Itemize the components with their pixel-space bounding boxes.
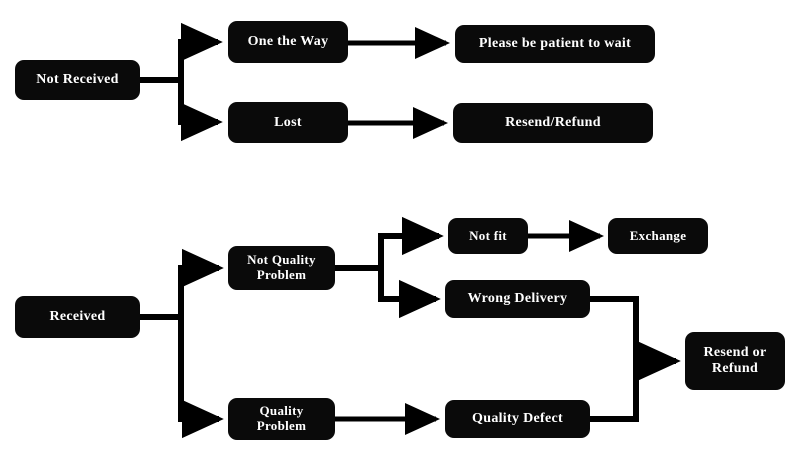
edge-merge-resend-or-refund (590, 296, 681, 422)
node-label: Not fit (469, 227, 507, 243)
node-lost[interactable]: Lost (228, 102, 348, 143)
node-label: One the Way (247, 34, 329, 50)
edge-not-received-split (140, 22, 223, 142)
node-label: Lost (274, 114, 302, 130)
node-label: Quality Problem (256, 403, 307, 433)
edge-not-quality-split (335, 216, 444, 319)
node-label: Received (49, 309, 106, 325)
edge-received-split (140, 248, 224, 439)
node-not-quality-problem[interactable]: Not Quality Problem (228, 246, 335, 290)
node-label: Resend/Refund (505, 115, 601, 131)
node-not-received[interactable]: Not Received (15, 60, 140, 100)
node-wrong-delivery[interactable]: Wrong Delivery (445, 280, 590, 318)
node-not-fit[interactable]: Not fit (448, 218, 528, 254)
node-label: Not Received (36, 72, 119, 88)
node-label: Please be patient to wait (478, 36, 632, 52)
node-one-the-way[interactable]: One the Way (228, 21, 348, 63)
node-label: Quality Defect (472, 411, 563, 427)
node-resend-or-refund[interactable]: Resend or Refund (685, 332, 785, 390)
node-label: Resend or Refund (703, 345, 767, 376)
node-exchange[interactable]: Exchange (608, 218, 708, 254)
node-label: Wrong Delivery (467, 291, 568, 307)
node-quality-defect[interactable]: Quality Defect (445, 400, 590, 438)
node-resend-refund[interactable]: Resend/Refund (453, 103, 653, 143)
node-please-be-patient-to-wait[interactable]: Please be patient to wait (455, 25, 655, 63)
node-label: Exchange (629, 227, 687, 243)
node-quality-problem[interactable]: Quality Problem (228, 398, 335, 440)
node-received[interactable]: Received (15, 296, 140, 338)
node-label: Not Quality Problem (247, 252, 316, 282)
